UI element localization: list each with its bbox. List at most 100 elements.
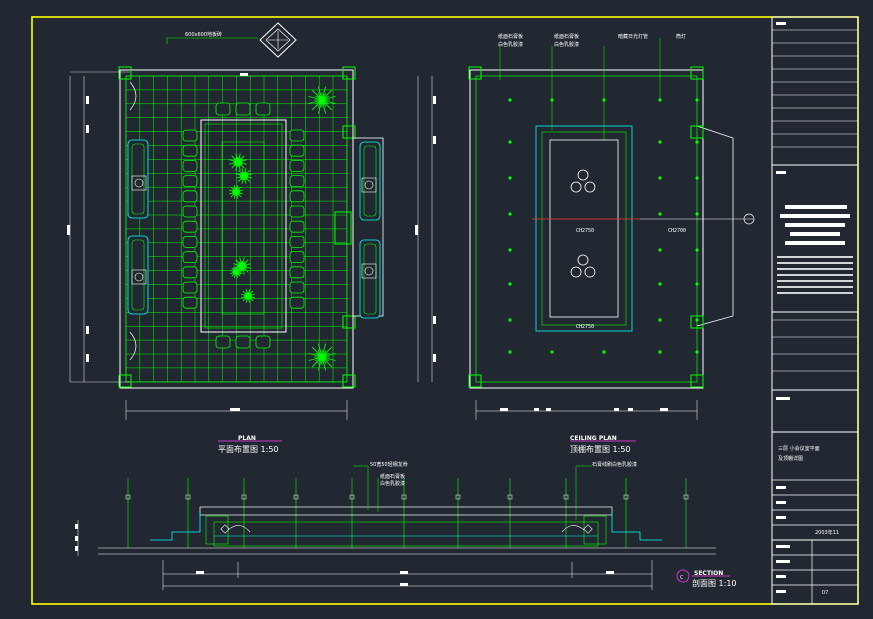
ceiling-east-bay <box>696 125 734 327</box>
column-e1 <box>342 125 356 139</box>
side-sofas <box>127 139 381 319</box>
plant-leaf <box>321 95 336 101</box>
pendant-shade <box>577 169 589 181</box>
section-cove-box <box>213 521 599 547</box>
downlight-icon <box>695 282 699 286</box>
downlight-icon <box>508 318 512 322</box>
plants <box>229 86 336 371</box>
chair <box>182 129 198 142</box>
pendant-light-icon <box>570 169 596 193</box>
downlight-icon <box>695 318 699 322</box>
section-leader-1 <box>353 465 369 510</box>
hanger-clip <box>683 494 689 500</box>
hanger-clip <box>293 494 299 500</box>
hanger-clip <box>125 494 131 500</box>
plant-icon <box>308 343 336 371</box>
plant-leaf <box>311 346 323 358</box>
ceiling-note-4: 筒灯 <box>676 33 686 40</box>
hanger-clip <box>185 494 191 500</box>
chair <box>215 102 231 116</box>
chair <box>182 159 198 172</box>
downlight-icon <box>695 248 699 252</box>
plant-leaf <box>317 343 323 358</box>
section-title-cn: 剖面图 1:10 <box>692 578 737 588</box>
chair <box>182 281 198 294</box>
downlight-icon <box>658 140 662 144</box>
hanger-clip <box>507 494 513 500</box>
plant-leaf <box>237 159 247 163</box>
north-arrow-icon <box>259 22 297 58</box>
ceiling-column-ne <box>690 66 704 80</box>
plant-leaf <box>235 189 243 193</box>
chair <box>289 220 305 233</box>
ceiling-inner-wall <box>475 75 698 383</box>
door-swing-south <box>129 331 137 361</box>
plant-leaf <box>317 86 323 101</box>
section-marker-letter: C <box>680 575 684 581</box>
door-swing-north <box>129 81 137 111</box>
downlight-icon <box>695 140 699 144</box>
plant-leaf <box>308 99 323 105</box>
ceiling-cove-mid <box>541 131 627 326</box>
downlight-icon <box>508 248 512 252</box>
project-title-line-2: 及顶棚详图 <box>778 455 803 462</box>
plant-icon <box>236 168 252 184</box>
chair <box>255 335 271 349</box>
column-se <box>342 374 356 388</box>
section-left-cornice <box>150 512 201 541</box>
plant-leaf <box>321 343 327 358</box>
section-title-en: SECTION <box>694 570 723 577</box>
side-table <box>361 177 377 193</box>
ceiling-note-1-line-2: 白色乳胶漆 <box>498 41 523 48</box>
hanger-clip <box>401 494 407 500</box>
section-cut-marker-icon <box>743 213 755 225</box>
section-right-cornice <box>611 512 662 541</box>
plant-leaf <box>235 270 242 273</box>
chair <box>289 296 305 309</box>
plant-icon <box>233 257 251 275</box>
table-inlay <box>204 123 283 329</box>
conference-table <box>200 119 287 333</box>
column-e2 <box>342 315 356 329</box>
ceiling-note-2-line-2: 白色乳胶漆 <box>554 41 579 48</box>
plant-leaf <box>321 352 336 358</box>
sofa <box>127 235 149 315</box>
downlight-icon <box>695 212 699 216</box>
chair <box>182 251 198 264</box>
table-lamp-icon <box>134 178 144 188</box>
side-cabinet <box>334 211 352 245</box>
plant-leaf <box>321 99 327 114</box>
chair <box>289 129 305 142</box>
ceiling-cove-outer <box>535 125 633 332</box>
column-nw <box>118 66 132 80</box>
chair <box>182 205 198 218</box>
hanger-clip <box>563 494 569 500</box>
chair <box>182 296 198 309</box>
hanger-clip <box>241 494 247 500</box>
plant-leaf <box>317 356 323 371</box>
ceiling-note-3: 暗藏日光灯管 <box>618 33 648 40</box>
ceiling-cove-inner <box>549 139 619 318</box>
pendant-shade <box>577 254 589 266</box>
ceiling-column-e2 <box>690 315 704 329</box>
ceiling-note-1: 纸面石膏板白色乳胶漆 <box>498 33 523 48</box>
table-lamp-icon <box>364 266 374 276</box>
plant-icon <box>229 153 247 171</box>
ceiling-note-1-line: 纸面石膏板 <box>498 33 523 40</box>
chair <box>235 335 251 349</box>
chair <box>289 175 305 188</box>
table-lamp-icon <box>134 272 144 282</box>
ceiling-plan-view: CH2750 CH2700 CH2750 纸面石膏板白色乳胶漆 纸面石膏板白色乳… <box>415 33 755 454</box>
title-block-frame <box>771 16 859 605</box>
tile-note: 600x600地板砖 <box>185 31 222 38</box>
chair <box>255 102 271 116</box>
downlight-icon <box>658 176 662 180</box>
pendant-light-icon <box>570 254 596 278</box>
downlight-icon <box>658 350 662 354</box>
side-table <box>131 269 147 285</box>
ceiling-note-leaders <box>499 38 661 140</box>
floor-plan-view: 600x600地板砖 PLAN 平面布置图 1:50 <box>67 22 384 454</box>
sofa-cushion <box>363 243 377 315</box>
chair <box>289 235 305 248</box>
chair <box>289 190 305 203</box>
